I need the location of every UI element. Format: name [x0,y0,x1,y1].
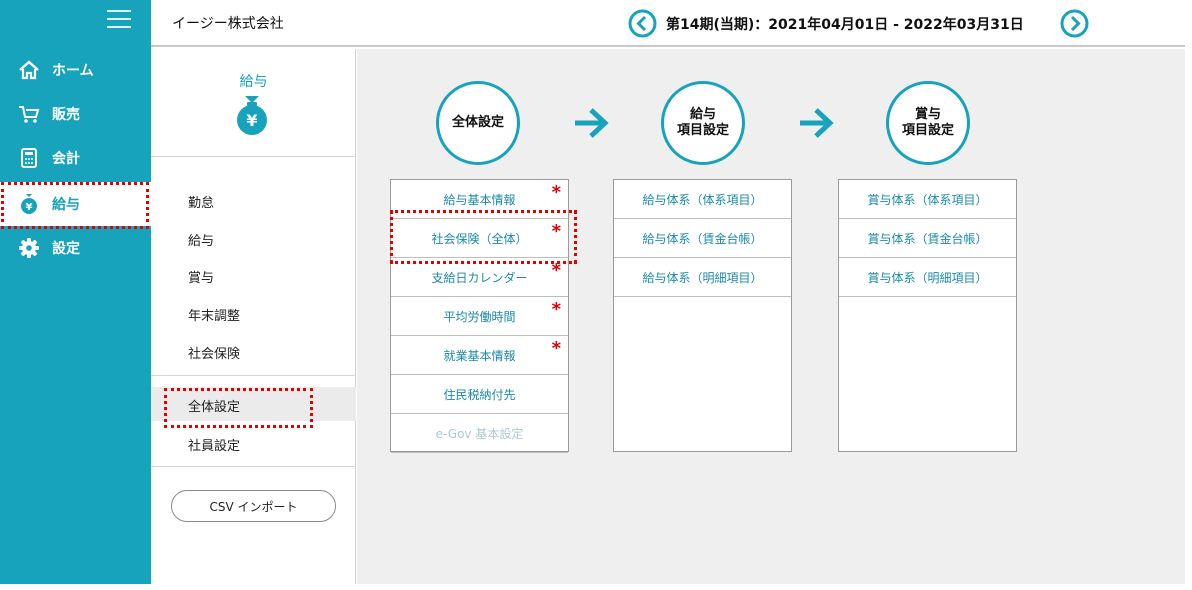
divider [151,466,356,467]
step-label: 全体設定 [451,115,504,130]
arrow-right-icon [571,105,611,141]
link-label: 住民税納付先 [443,387,516,402]
money-bag-icon: ¥ [233,94,271,136]
required-mark: * [551,260,561,281]
footer-strip [0,584,1192,590]
link-employment-basic-info[interactable]: 就業基本情報 * [391,336,568,375]
step-label-line1: 賞与 [914,107,941,122]
nav-item-accounting[interactable]: 会計 [0,136,151,180]
link-average-working-hours[interactable]: 平均労働時間 * [391,297,568,336]
link-bonus-wage-ledger[interactable]: 賞与体系（賃金台帳） [839,219,1016,258]
nav-item-settings[interactable]: 設定 [0,226,151,270]
calculator-icon [18,147,40,169]
divider [151,156,356,157]
nav-item-label: 会計 [52,151,80,167]
step-bonus-item-settings[interactable]: 賞与項目設定 [886,81,970,165]
link-salary-basic-info[interactable]: 給与基本情報 * [391,180,568,219]
company-name: イージー株式会社 [172,16,284,32]
submenu-item-social-insurance[interactable]: 社会保険 [188,347,241,362]
step-general-settings[interactable]: 全体設定 [436,81,520,165]
nav-item-label: 給与 [52,197,80,213]
submenu-item-label: 全体設定 [188,400,241,415]
nav-item-payroll[interactable]: ¥ 給与 [0,182,151,226]
link-social-insurance-all[interactable]: 社会保険（全体） * [391,219,568,258]
link-resident-tax-payee[interactable]: 住民税納付先 [391,375,568,414]
link-label: 給与基本情報 [443,192,516,207]
link-egov-basic-settings: e-Gov 基本設定 [391,414,568,453]
cart-icon [18,103,40,125]
link-salary-statement-items[interactable]: 給与体系（明細項目） [614,258,791,297]
period-next-button[interactable] [1060,9,1089,38]
step-label: 賞与項目設定 [902,107,954,139]
step-label-line1: 給与 [689,107,716,122]
money-bag-icon: ¥ [18,193,40,215]
submenu-item-year-end[interactable]: 年末調整 [188,309,241,324]
sidebar: ホーム 販売 会計 ¥ 給与 設定 [0,0,151,584]
link-label: e-Gov 基本設定 [435,426,524,441]
svg-text:¥: ¥ [26,202,33,213]
link-label: 平均労働時間 [443,309,516,324]
nav-item-home[interactable]: ホーム [0,48,151,92]
period-prev-button[interactable] [628,9,657,38]
home-icon [18,59,40,81]
required-mark: * [551,338,561,359]
csv-import-button[interactable]: CSV インポート [171,490,336,522]
link-label: 社会保険（全体） [431,231,528,246]
main-content: 全体設定 給与項目設定 賞与項目設定 給与基本情報* 社会保険（全体）* 支給日… [357,49,1185,584]
payroll-submenu: 給与 ¥ 勤怠 給与 賞与 年末調整 社会保険 全体設定 社員設定 CSV イン… [151,49,356,584]
submenu-item-general-settings[interactable]: 全体設定 [151,387,356,421]
hamburger-menu-icon[interactable] [107,10,131,30]
step-label-line2: 項目設定 [676,123,729,138]
panel-bonus-items: 賞与体系（体系項目） 賞与体系（賃金台帳） 賞与体系（明細項目） [838,179,1017,452]
fiscal-period: 第14期(当期)：2021年04月01日 - 2022年03月31日 [666,17,1024,33]
panel-general-settings: 給与基本情報 * 社会保険（全体） * 支給日カレンダー * 平均労働時間 * 就業基本… [390,179,569,453]
gear-icon [18,237,40,259]
required-mark: * [551,221,561,242]
required-mark: * [551,299,561,320]
divider [151,375,356,376]
link-bonus-system-items[interactable]: 賞与体系（体系項目） [839,180,1016,219]
link-salary-wage-ledger[interactable]: 給与体系（賃金台帳） [614,219,791,258]
nav-item-label: ホーム [52,63,94,79]
nav-item-label: 設定 [52,241,80,257]
link-label: 就業基本情報 [443,348,516,363]
svg-text:¥: ¥ [246,111,257,130]
link-salary-system-items[interactable]: 給与体系（体系項目） [614,180,791,219]
submenu-title: 給与 [239,74,268,90]
nav-item-sales[interactable]: 販売 [0,92,151,136]
step-label: 給与項目設定 [677,107,729,139]
nav-item-label: 販売 [52,107,80,123]
required-mark: * [551,182,561,203]
link-payday-calendar[interactable]: 支給日カレンダー * [391,258,568,297]
chevron-left-icon [628,9,657,38]
header: イージー株式会社 第14期(当期)：2021年04月01日 - 2022年03月… [151,0,1185,47]
submenu-item-employee-settings[interactable]: 社員設定 [188,439,241,454]
submenu-item-salary[interactable]: 給与 [188,234,215,249]
submenu-item-bonus[interactable]: 賞与 [188,271,215,286]
step-label-line2: 項目設定 [901,123,954,138]
link-bonus-statement-items[interactable]: 賞与体系（明細項目） [839,258,1016,297]
arrow-right-icon [796,105,836,141]
chevron-right-icon [1060,9,1089,38]
panel-salary-items: 給与体系（体系項目） 給与体系（賃金台帳） 給与体系（明細項目） [613,179,792,452]
link-label: 支給日カレンダー [431,270,528,285]
submenu-item-attendance[interactable]: 勤怠 [188,196,215,211]
step-salary-item-settings[interactable]: 給与項目設定 [661,81,745,165]
